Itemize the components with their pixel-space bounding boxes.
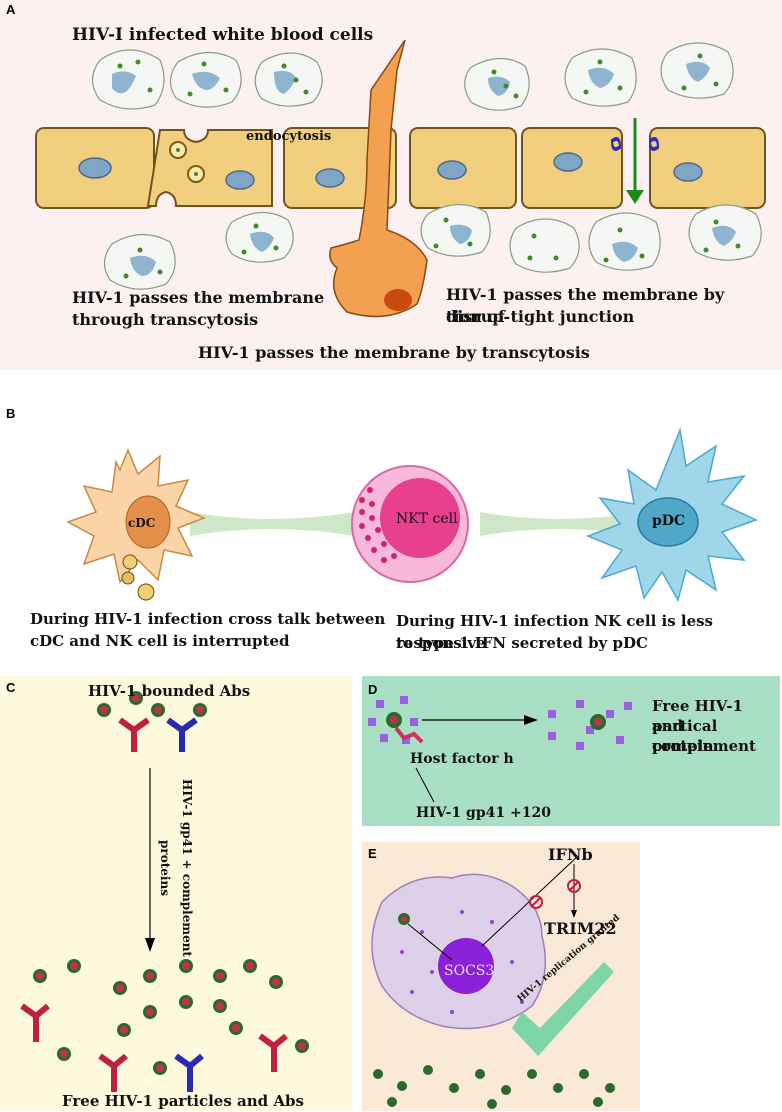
cdc-cell (66, 448, 206, 601)
connector-right (480, 512, 640, 536)
complement-proteins-bound (368, 696, 418, 744)
pdc-label: pDC (652, 513, 686, 529)
dendritic-cell (329, 39, 428, 318)
check-icon (512, 962, 614, 1056)
panel-e: E IFNb TRIM22 SOCS3 HIV-1 replication gr… (362, 842, 640, 1111)
arrow-label: HIV-1 gp41 + complement proteins (158, 779, 194, 957)
panel-a-bottom-caption: HIV-1 passes the membrane by transcytosi… (198, 343, 590, 362)
cdc-label: cDC (128, 516, 156, 530)
caption-left-line1: During HIV-1 infection cross talk betwee… (30, 610, 386, 628)
panel-a-illustration (35, 39, 766, 318)
free-antibodies (20, 1003, 288, 1092)
infected-cells-title: HIV-I infected white blood cells (72, 25, 374, 45)
panel-e-label: E (368, 846, 377, 861)
free-particles-label: Free HIV-1 particles and Abs (62, 1092, 304, 1110)
transcytosis-left-line2: through transcytosis (72, 310, 259, 329)
gp41-label: HIV-1 gp41 +120 (416, 805, 551, 821)
complement-proteins-free (548, 700, 632, 750)
panel-c-illustration (20, 691, 309, 1092)
panel-d: D Free HIV-1 partical and complement pro… (362, 676, 780, 826)
transcytosis-left-line1: HIV-1 passes the membrane (72, 288, 325, 307)
panel-c-label: C (6, 680, 16, 695)
arrow-head (145, 938, 155, 952)
panel-b-label: B (6, 406, 16, 421)
caption-right-line2: to type 1 IFN secreted by pDC (396, 634, 648, 652)
arrow-head (626, 190, 644, 204)
socs3-nucleus (438, 938, 494, 994)
pdc-cell (585, 427, 758, 602)
trim22-label: TRIM22 (544, 919, 617, 938)
panel-e-illustration (371, 855, 615, 1109)
socs3-label: SOCS3 (444, 963, 495, 979)
panel-b: B cDC NKT cell pDC During HIV-1 infectio… (0, 400, 782, 660)
tight-junction-line1: HIV-1 passes the membrane by disrup- (446, 285, 725, 326)
ifnb-label: IFNb (548, 845, 593, 864)
nkt-cell (351, 465, 469, 583)
endocytosis-label: endocytosis (246, 129, 332, 144)
free-particle-line1: Free HIV-1 partical (652, 697, 743, 735)
panel-d-label: D (368, 682, 378, 697)
free-particle-line2: and complement (652, 717, 756, 755)
free-particle-line3: protein (652, 737, 714, 755)
bound-abs-label: HIV-1 bounded Abs (88, 682, 251, 700)
connector-left (190, 512, 355, 536)
panel-a: A HIV-I infected white blood cells endoc… (0, 0, 782, 370)
panel-a-label: A (6, 2, 16, 17)
nkt-label: NKT cell (396, 511, 458, 527)
white-blood-cell-group-top (91, 42, 734, 111)
tight-junction-line2: tion of tight junction (446, 307, 635, 326)
host-factor-h (394, 726, 424, 744)
panel-d-illustration (368, 696, 632, 803)
host-factor-label: Host factor h (410, 751, 514, 767)
arrow-head (524, 715, 538, 725)
pointer-line (415, 767, 435, 803)
caption-right-line1: During HIV-1 infection NK cell is less r… (396, 612, 714, 652)
caption-left-line2: cDC and NK cell is interrupted (30, 632, 290, 650)
bound-antibody-complex (97, 691, 207, 752)
panel-b-illustration (66, 427, 758, 602)
panel-c: C HIV-1 bounded Abs HIV-1 gp41 + complem… (0, 676, 352, 1111)
inhibition-icons (529, 879, 581, 909)
